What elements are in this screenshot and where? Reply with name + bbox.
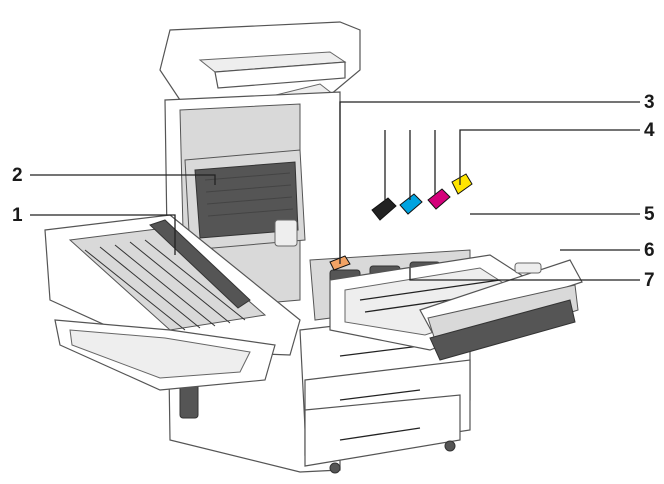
callout-5: 5 xyxy=(644,204,655,225)
callout-1: 1 xyxy=(12,205,23,226)
toner-yellow xyxy=(451,173,473,195)
fuser-assembly xyxy=(184,149,306,251)
toner-black xyxy=(371,197,397,221)
waste-cartridge xyxy=(419,259,583,361)
toner-cartridges xyxy=(329,173,473,271)
callout-7: 7 xyxy=(644,270,655,291)
callout-4: 4 xyxy=(644,120,655,141)
callout-labels: 1 2 3 4 5 6 7 xyxy=(12,92,655,291)
callout-lines xyxy=(30,101,640,281)
toner-magenta xyxy=(427,188,451,210)
callout-3: 3 xyxy=(644,92,655,113)
callout-6: 6 xyxy=(644,240,655,261)
callout-2: 2 xyxy=(12,165,23,186)
toner-cyan xyxy=(399,193,423,215)
